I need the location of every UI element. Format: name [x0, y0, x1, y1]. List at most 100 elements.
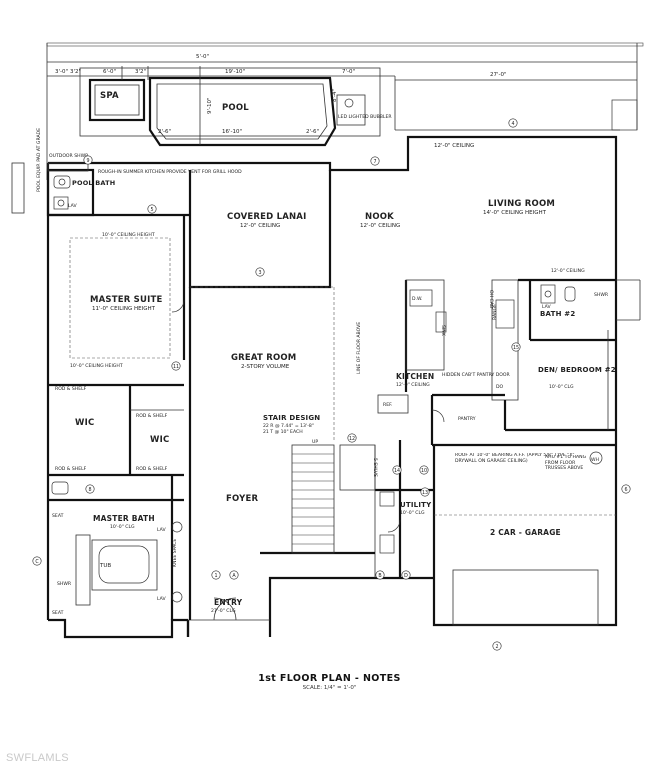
- bath2-ceiling: 12'-0" CEILING: [551, 268, 585, 274]
- den-label: DEN/ BEDROOM #2: [538, 366, 616, 374]
- watermark: SWFLAMLS: [6, 752, 69, 764]
- svg-text:3: 3: [258, 270, 261, 276]
- den-ceiling: 10'-0" CLG: [549, 384, 574, 390]
- svg-text:11: 11: [173, 364, 179, 370]
- section-marker: 14: [392, 465, 402, 475]
- svg-text:D: D: [404, 573, 408, 579]
- dim-8-4: 8'-4": [332, 89, 338, 102]
- plan-title-block: 1st FLOOR PLAN - NOTES SCALE: 1/4" = 1'-…: [0, 673, 659, 691]
- svg-text:13: 13: [422, 490, 428, 496]
- sink-label: SINK: [440, 325, 446, 337]
- dim-3-2-a: 3'2": [70, 69, 81, 75]
- section-marker: 5: [147, 204, 157, 214]
- lav-bottom-label: LAV: [157, 596, 167, 602]
- line-of-floor-above: LINE OF FLOOR ABOVE: [356, 322, 362, 374]
- range-label: RANGE: [492, 304, 498, 320]
- svg-text:5: 5: [150, 207, 153, 213]
- living-top-ceiling: 12'-0" CEILING: [434, 143, 474, 149]
- svg-text:8: 8: [88, 487, 91, 493]
- svg-text:2: 2: [495, 644, 498, 650]
- svg-text:15: 15: [513, 345, 519, 351]
- svg-text:12: 12: [349, 436, 355, 442]
- utility-label: UTILITY: [400, 501, 432, 509]
- pool-area: [79, 66, 381, 147]
- stair: [291, 444, 376, 554]
- ceiling-dashes: [69, 237, 335, 440]
- section-marker: 10: [419, 465, 429, 475]
- svg-text:7: 7: [373, 159, 376, 165]
- section-marker: 3: [255, 267, 265, 277]
- utility-ceiling: 10'-0" CLG: [400, 510, 425, 516]
- section-marker: 2: [492, 641, 502, 651]
- section-marker: 7: [370, 156, 380, 166]
- master-shower-label: SHWR: [57, 581, 72, 587]
- stair-spec-2: 21 T @ 10" EACH: [263, 429, 303, 435]
- great-room-volume: 2-STORY VOLUME: [241, 364, 290, 370]
- section-marker: 8: [85, 484, 95, 494]
- dishwasher-label: D.W.: [412, 296, 422, 302]
- pool-equip-label: POOL EQUIP. PAD AT GRADE: [36, 128, 42, 192]
- outdoor-shower-label: OUTDOOR SHWR: [49, 153, 89, 159]
- garage-note: ROOF AT 10'-0" BEARING A.F.F. (APPLY 5/8…: [455, 453, 575, 464]
- section-marker: 13: [420, 487, 430, 497]
- foyer-label: FOYER: [226, 494, 258, 504]
- dim-19-10: 19'-10": [225, 69, 245, 75]
- dimension-frame: [46, 42, 644, 180]
- knee-space-label: KNEE SPACE: [172, 539, 178, 567]
- wic-1-label: WIC: [75, 418, 94, 428]
- rod-shelf-1: ROD & SHELF: [55, 386, 87, 392]
- labels: SPA POOL LED LIGHTED BUBBLER POOL BATH O…: [36, 91, 616, 616]
- bath2-lav: LAV: [542, 304, 552, 310]
- pool-label: POOL: [222, 103, 249, 113]
- master-bath-label: MASTER BATH: [93, 514, 155, 523]
- entry-label: ENTRY: [214, 598, 243, 607]
- master-suite-label: MASTER SUITE: [90, 295, 162, 305]
- section-marker: 15: [511, 342, 521, 352]
- water-heater-label: WH: [591, 457, 599, 463]
- doors: [171, 299, 445, 621]
- bath2-label: BATH #2: [540, 310, 575, 318]
- ahu-note: AHU #1 TO HANG FROM FLOOR TRUSSES ABOVE: [545, 455, 586, 471]
- nook-label: NOOK: [365, 212, 394, 222]
- master-suite-ceiling: 11'-0" CEILING HEIGHT: [92, 306, 156, 312]
- rod-shelf-4: ROD & SHELF: [136, 466, 168, 472]
- spa-label: SPA: [100, 91, 119, 101]
- dim-27-0: 27'-0": [490, 72, 507, 78]
- kitchen-ceiling: 12'-0" CEILING: [396, 382, 430, 388]
- dim-3-0: 3'-0": [55, 69, 68, 75]
- section-marker: A: [229, 570, 239, 580]
- dim-7-0: 7'-0": [342, 69, 355, 75]
- fixtures: [51, 284, 603, 606]
- plan-title: 1st FLOOR PLAN - NOTES: [258, 673, 401, 684]
- rod-shelf-3: ROD & SHELF: [136, 413, 168, 419]
- entry-ceiling: 27'-0" CLG: [211, 608, 236, 614]
- section-marker: C: [32, 556, 42, 566]
- living-room-ceiling: 14'-0" CEILING HEIGHT: [483, 210, 547, 216]
- section-marker: B: [375, 570, 385, 580]
- great-room-label: GREAT ROOM: [231, 353, 296, 363]
- stair-design-label: STAIR DESIGN: [263, 414, 320, 422]
- svg-text:A: A: [232, 573, 236, 579]
- section-marker: 12: [347, 433, 357, 443]
- garage-label: 2 CAR - GARAGE: [490, 528, 561, 537]
- stair-up-label: UP: [312, 439, 318, 445]
- covered-lanai-label: COVERED LANAI: [227, 212, 306, 222]
- pool-bath: [11, 162, 95, 217]
- ref-label: REF.: [383, 402, 392, 408]
- nook-ceiling: 12'-0" CEILING: [360, 223, 400, 229]
- covered-lanai-ceiling: 12'-0" CEILING: [240, 223, 280, 229]
- dim-2-6-a: 2'-6": [158, 129, 171, 135]
- svg-text:6: 6: [624, 487, 627, 493]
- dim-3-2-b: 3'2": [135, 69, 146, 75]
- seat-top-label: SEAT: [52, 513, 64, 519]
- section-marker: 4: [508, 118, 518, 128]
- svg-text:B: B: [378, 573, 381, 579]
- master-ceiling-top: 10'-0" CEILING HEIGHT: [102, 232, 155, 238]
- dimension-labels: 3'-0" 3'2" 6'-0" 3'2" 19'-10" 7'-0" 27'-…: [55, 54, 507, 135]
- interior-walls: [48, 213, 616, 626]
- svg-text:4: 4: [511, 121, 514, 127]
- dim-16-10: 16'-10": [222, 129, 242, 135]
- dim-2-6-b: 2'-6": [306, 129, 319, 135]
